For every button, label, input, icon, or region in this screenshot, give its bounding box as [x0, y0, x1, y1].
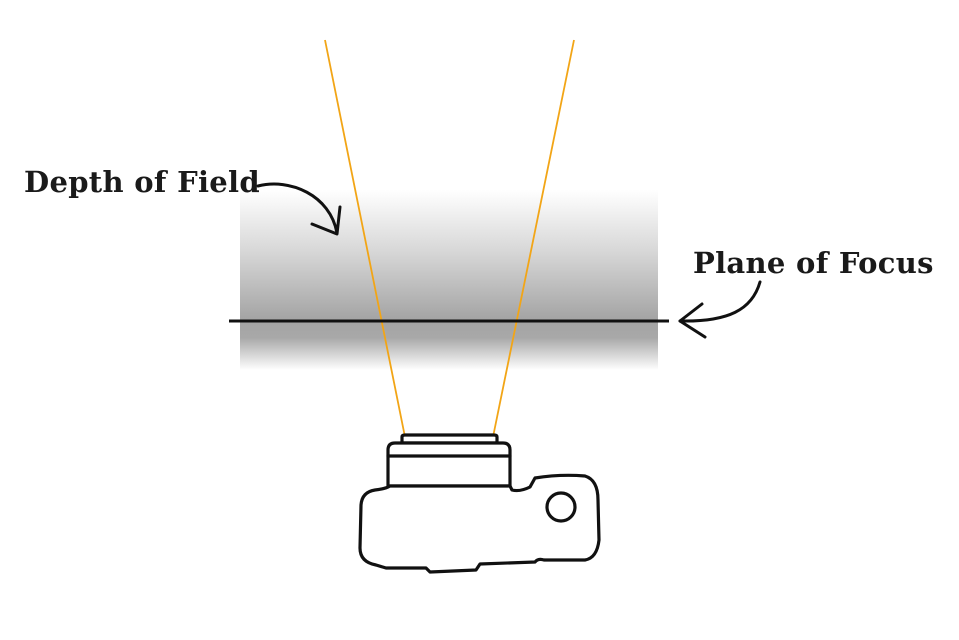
camera-icon: [358, 433, 601, 574]
depth-of-field-label: Depth of Field: [24, 165, 260, 199]
sight-line-right: [492, 39, 575, 438]
plane-of-focus-label: Plane of Focus: [693, 246, 934, 280]
depth-of-field-band: [240, 190, 658, 370]
curved-arrow-icon: [678, 280, 762, 339]
sight-line-left: [324, 39, 406, 438]
curved-arrow-icon: [256, 182, 342, 236]
